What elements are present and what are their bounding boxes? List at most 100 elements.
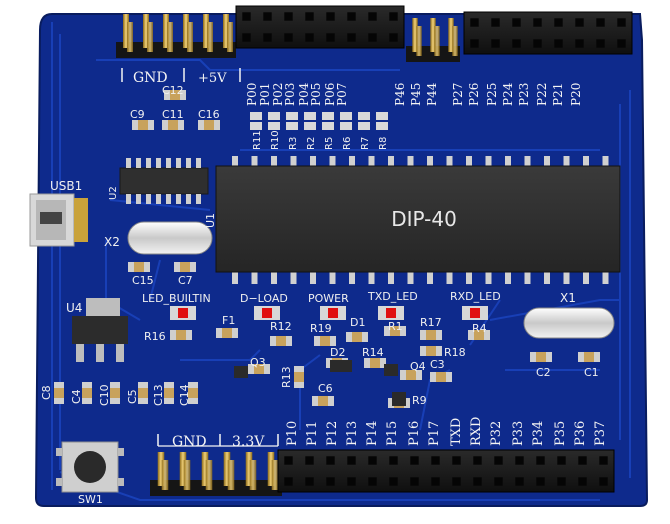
top-pin-label: P20 <box>569 83 583 106</box>
crystal-x1: X1 <box>523 291 615 339</box>
component-c4: C4 <box>70 382 92 404</box>
component-r4: R4 <box>468 322 490 340</box>
component-label: C13 <box>152 384 165 406</box>
bottom-pin-label: P36 <box>573 421 588 446</box>
led-label: TXD_LED <box>367 290 418 303</box>
component-r17: R17 <box>420 316 442 340</box>
bottom-pin-label: P37 <box>593 421 608 446</box>
top-pin-label: P46 <box>393 83 407 106</box>
component-c1: C1 <box>578 352 600 379</box>
component-label: D2 <box>330 346 345 359</box>
bottom-pin-label: P13 <box>345 421 360 446</box>
component-r16: R16 <box>144 330 192 343</box>
x1-label: X1 <box>560 291 576 305</box>
top-pin-label: P00 <box>245 83 259 106</box>
top-pin-label: P26 <box>467 83 481 106</box>
component-c13: C13 <box>152 382 174 406</box>
bottom-pin-label: P32 <box>489 421 504 446</box>
top-power-header <box>116 14 236 58</box>
component-label: C2 <box>536 366 551 379</box>
resistor-label: R8 <box>378 137 389 150</box>
bottom-power-header <box>150 452 282 496</box>
component-c2: C2 <box>530 352 552 379</box>
led-label: LED_BUILTIN <box>142 292 211 305</box>
component-label: C8 <box>40 385 53 400</box>
component-label: R12 <box>270 320 292 333</box>
sw1-button: SW1 <box>56 441 124 506</box>
bottom-power-pins <box>150 452 282 496</box>
component-c3: C3 <box>430 358 452 382</box>
led-rxd: RXD_LED <box>450 290 501 320</box>
sw1-label: SW1 <box>78 493 103 506</box>
bottom-gnd-label: GND <box>172 434 207 450</box>
top-header-left-block <box>235 5 405 49</box>
top-pin-label: P06 <box>323 83 337 106</box>
component-r13: R13 <box>280 366 304 388</box>
component-label: R13 <box>280 366 293 388</box>
component-r19: R19 <box>310 322 336 346</box>
top-power-pins <box>116 14 236 58</box>
resistor-label: R2 <box>306 137 317 150</box>
component-label: C9 <box>130 108 145 121</box>
component-c14: C14 <box>178 382 198 406</box>
component-c5: C5 <box>126 382 148 404</box>
bottom-33v-label: 3.3V <box>232 434 265 450</box>
bottom-pin-label: P17 <box>427 421 442 446</box>
component-label: Q3 <box>250 356 266 369</box>
top-pin-label: P23 <box>517 83 531 106</box>
resistor-label: R5 <box>324 137 335 150</box>
top-pin-label: P21 <box>551 83 565 106</box>
bottom-pin-label: P35 <box>553 421 568 446</box>
top-pin-label: P45 <box>409 83 423 106</box>
component-label: F1 <box>222 314 235 327</box>
top-pin-label: P03 <box>283 83 297 106</box>
component-label: R4 <box>472 322 487 335</box>
component-label: R14 <box>362 346 384 359</box>
led-txd: TXD_LED <box>367 290 418 320</box>
bottom-pin-label: TXD <box>449 418 464 446</box>
bottom-pin-label: P34 <box>531 421 546 446</box>
top-header-right-block <box>463 11 633 55</box>
resistor-label: R11 <box>252 130 263 150</box>
component-label: R17 <box>420 316 442 329</box>
bottom-pin-label: P12 <box>325 421 340 446</box>
component-label: C4 <box>70 389 83 404</box>
bottom-pin-label: P10 <box>285 421 300 446</box>
top-gnd-label: GND <box>133 70 168 86</box>
bottom-header-labels: GND 3.3V <box>157 434 279 450</box>
crystal-x2: X2 <box>104 221 213 255</box>
x2-label: X2 <box>104 235 120 249</box>
component-c10: C10 <box>98 382 120 406</box>
led-label: RXD_LED <box>450 290 501 303</box>
component-label: C1 <box>584 366 599 379</box>
component-label: C11 <box>162 108 184 121</box>
bottom-pin-label: P11 <box>305 421 320 446</box>
bottom-io-header <box>277 449 615 493</box>
component-c11: C11 <box>162 108 184 130</box>
top-io-header <box>235 5 633 62</box>
usb-label: USB1 <box>50 179 82 193</box>
chip-ref: U1 <box>204 213 217 228</box>
component-r12: R12 <box>270 320 292 346</box>
chip-label: DIP-40 <box>391 207 457 231</box>
component-label: C7 <box>178 274 193 287</box>
component-r1: R1 <box>384 320 406 336</box>
component-label: C12 <box>162 84 184 97</box>
u4-label: U4 <box>66 301 82 315</box>
component-label: R18 <box>444 346 466 359</box>
component-c12: C12 <box>162 84 186 100</box>
resistor-label: R6 <box>342 137 353 150</box>
component-label: R19 <box>310 322 332 335</box>
led-d-load: D−LOAD <box>240 292 288 320</box>
component-d1: D1 <box>346 316 368 342</box>
component-label: R16 <box>144 330 166 343</box>
dip40-chip: DIP-40 U1 <box>204 156 621 284</box>
component-c16: C16 <box>198 108 220 130</box>
u2-label: U2 <box>108 186 119 200</box>
component-c15: C15 <box>128 262 154 287</box>
top-pin-label: P24 <box>501 82 515 106</box>
